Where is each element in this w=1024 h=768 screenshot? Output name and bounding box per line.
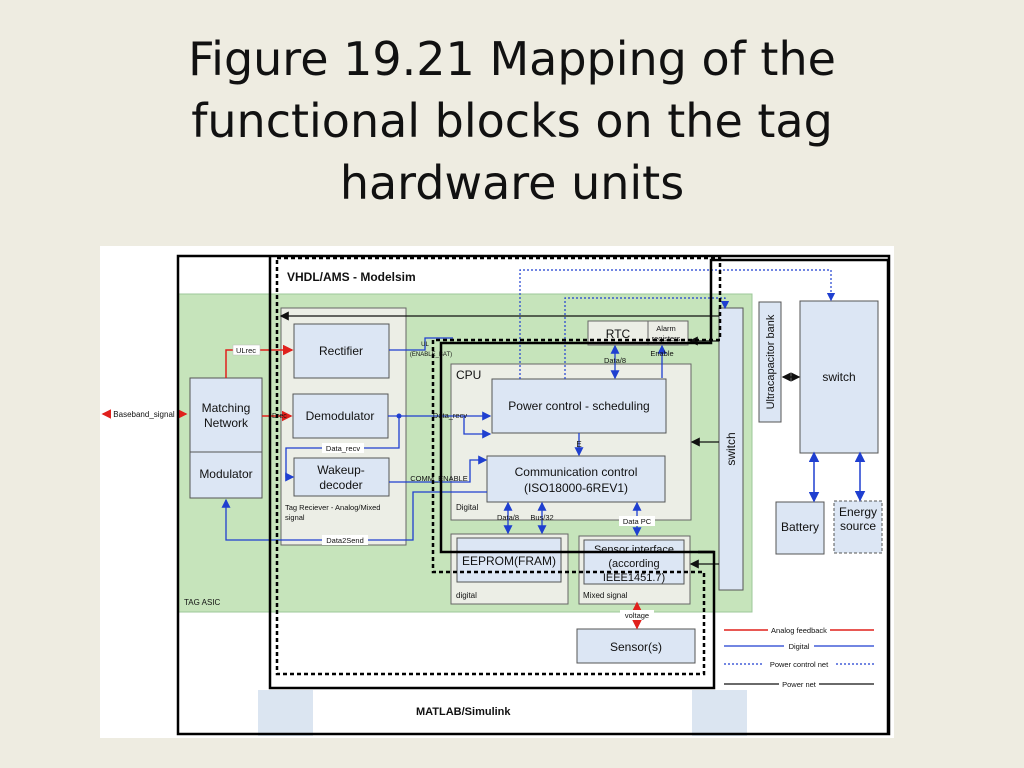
- legend-power-control-label: Power control net: [770, 660, 829, 669]
- simulink-patch-right: [692, 690, 747, 736]
- legend-analog-bg: [768, 625, 830, 635]
- modulator-label: Modulator: [199, 467, 252, 481]
- data-recv-loop-arrow: [285, 416, 400, 482]
- energy-source-block: [833, 500, 883, 554]
- legend-analog-label: Analog feedback: [771, 626, 827, 635]
- matching-network-block: [189, 377, 263, 499]
- power-control-block: [491, 378, 667, 434]
- vhdl-ams-label: VHDL/AMS - Modelsim: [287, 270, 416, 284]
- matching-network-label-1: Matching: [202, 401, 251, 415]
- comm-control-label-1: Communication control: [515, 465, 638, 479]
- simulink-patch-left: [258, 690, 313, 736]
- comm-control-label-2: (ISO18000-6REV1): [524, 481, 628, 495]
- enable-bat-label-2: (ENABLE_BAT): [410, 352, 452, 358]
- wakeup-decoder-label-2: decoder: [319, 478, 362, 492]
- digital-eeprom-label: digital: [456, 591, 477, 600]
- diagram-svg: TAG ASIC Tag Reciever - Analog/Mixed sig…: [101, 254, 891, 736]
- vhdl-boundary-inner: [439, 258, 890, 734]
- cpu-label: CPU: [456, 368, 481, 382]
- comm-enable-label: COMM_ENABLE: [410, 474, 468, 483]
- ultracapacitor-label: Ultracapacitor bank: [765, 314, 777, 409]
- comm-control-block: [486, 455, 666, 503]
- slide-title: Figure 19.21 Mapping of the functional b…: [0, 28, 1024, 214]
- tag-receiver-label-1: Tag Reciever - Analog/Mixed: [285, 503, 380, 512]
- energy-source-label-1: Energy: [839, 505, 877, 519]
- data-recv-label-main: Data_recv: [433, 411, 467, 420]
- switch-vertical-label: switch: [724, 432, 738, 465]
- data-recv-loop-label-bg: [322, 443, 364, 453]
- baseband-label: Baseband_signal: [113, 410, 175, 419]
- data-pc-label-bg: [619, 516, 655, 526]
- vhdl-dashed-boundary: [275, 256, 722, 676]
- data2send-arrow: [221, 491, 487, 541]
- recv-to-comm-line: [463, 416, 492, 439]
- switch-vertical-block: [718, 307, 744, 591]
- matlab-simulink-label: MATLAB/Simulink: [416, 706, 511, 718]
- mem-data-label: Data/8: [497, 513, 519, 522]
- data2send-label-bg: [322, 535, 368, 545]
- enable-bat-line: [389, 337, 453, 351]
- legend-power-bg: [779, 679, 819, 689]
- hardware-mapping-figure: TAG ASIC Tag Reciever - Analog/Mixed sig…: [100, 246, 894, 738]
- switch-box-block: [799, 300, 879, 454]
- ulrec-label: ULrec: [236, 346, 256, 355]
- rectifier-label: Rectifier: [319, 344, 363, 358]
- wakeup-decoder-block: [293, 457, 390, 497]
- title-line-2: functional blocks on the tag: [191, 94, 833, 148]
- digital-cpu-label: Digital: [456, 503, 478, 512]
- enable-bat-label-1: UL: [421, 342, 429, 348]
- battery-block: [775, 501, 825, 555]
- power-control-net-switch: [564, 297, 730, 379]
- sensor-interface-label-1: Sensor interface: [594, 544, 674, 556]
- legend-digital-label: Digital: [789, 642, 810, 651]
- data-pc-label: Data PC: [623, 517, 652, 526]
- switch-box-label: switch: [822, 370, 855, 384]
- sensor-interface-label-2: (according: [608, 558, 659, 570]
- alarm-label-2: registers: [652, 334, 681, 343]
- sensor-interface-label-3: IEEE1451.7): [603, 572, 665, 584]
- matching-network-label-2: Network: [204, 416, 249, 430]
- rectifier-block: [293, 323, 390, 379]
- sensor-interface-block: [583, 539, 685, 585]
- tag-asic-label: TAG ASIC: [184, 598, 221, 607]
- battery-label: Battery: [781, 520, 819, 534]
- rtc-label: RTC: [606, 327, 631, 341]
- title-line-1: Figure 19.21 Mapping of the: [188, 32, 836, 86]
- comm-enable-arrow: [389, 455, 488, 483]
- rtc-data-label: Data/8: [604, 356, 626, 365]
- voltage-label-bg: [620, 610, 654, 620]
- rtc-enable-label: Enable: [650, 349, 673, 358]
- legend-digital-bg: [784, 641, 814, 651]
- eeprom-block: [456, 537, 562, 583]
- eeprom-label: EEPROM(FRAM): [462, 554, 556, 568]
- demodulator-label: Demodulator: [306, 409, 375, 423]
- power-control-label: Power control - scheduling: [508, 399, 649, 413]
- baseband-label-bg: [111, 409, 177, 419]
- alarm-label-1: Alarm: [656, 324, 676, 333]
- mixed-signal-label: Mixed signal: [583, 591, 628, 600]
- title-line-3: hardware units: [339, 156, 685, 210]
- voltage-label: voltage: [625, 611, 649, 620]
- dlrec-label: Drec: [272, 413, 287, 420]
- mem-bus-label: Bus/32: [530, 513, 553, 522]
- ulrec-label-bg: [232, 344, 261, 356]
- e-label: E: [576, 440, 581, 449]
- sensors-block: [576, 628, 696, 664]
- energy-source-label-2: source: [840, 519, 876, 533]
- tag-receiver-label-2: signal: [285, 513, 305, 522]
- power-control-net-top: [519, 269, 836, 379]
- sensors-label: Sensor(s): [610, 640, 662, 654]
- data-recv-label-loop: Data_recv: [326, 444, 360, 453]
- ultracapacitor-block: [758, 301, 782, 423]
- wakeup-decoder-label-1: Wakeup-: [317, 463, 365, 477]
- data2send-label: Data2Send: [326, 536, 364, 545]
- legend-power-label: Power net: [782, 680, 817, 689]
- legend-power-control-bg: [764, 659, 834, 669]
